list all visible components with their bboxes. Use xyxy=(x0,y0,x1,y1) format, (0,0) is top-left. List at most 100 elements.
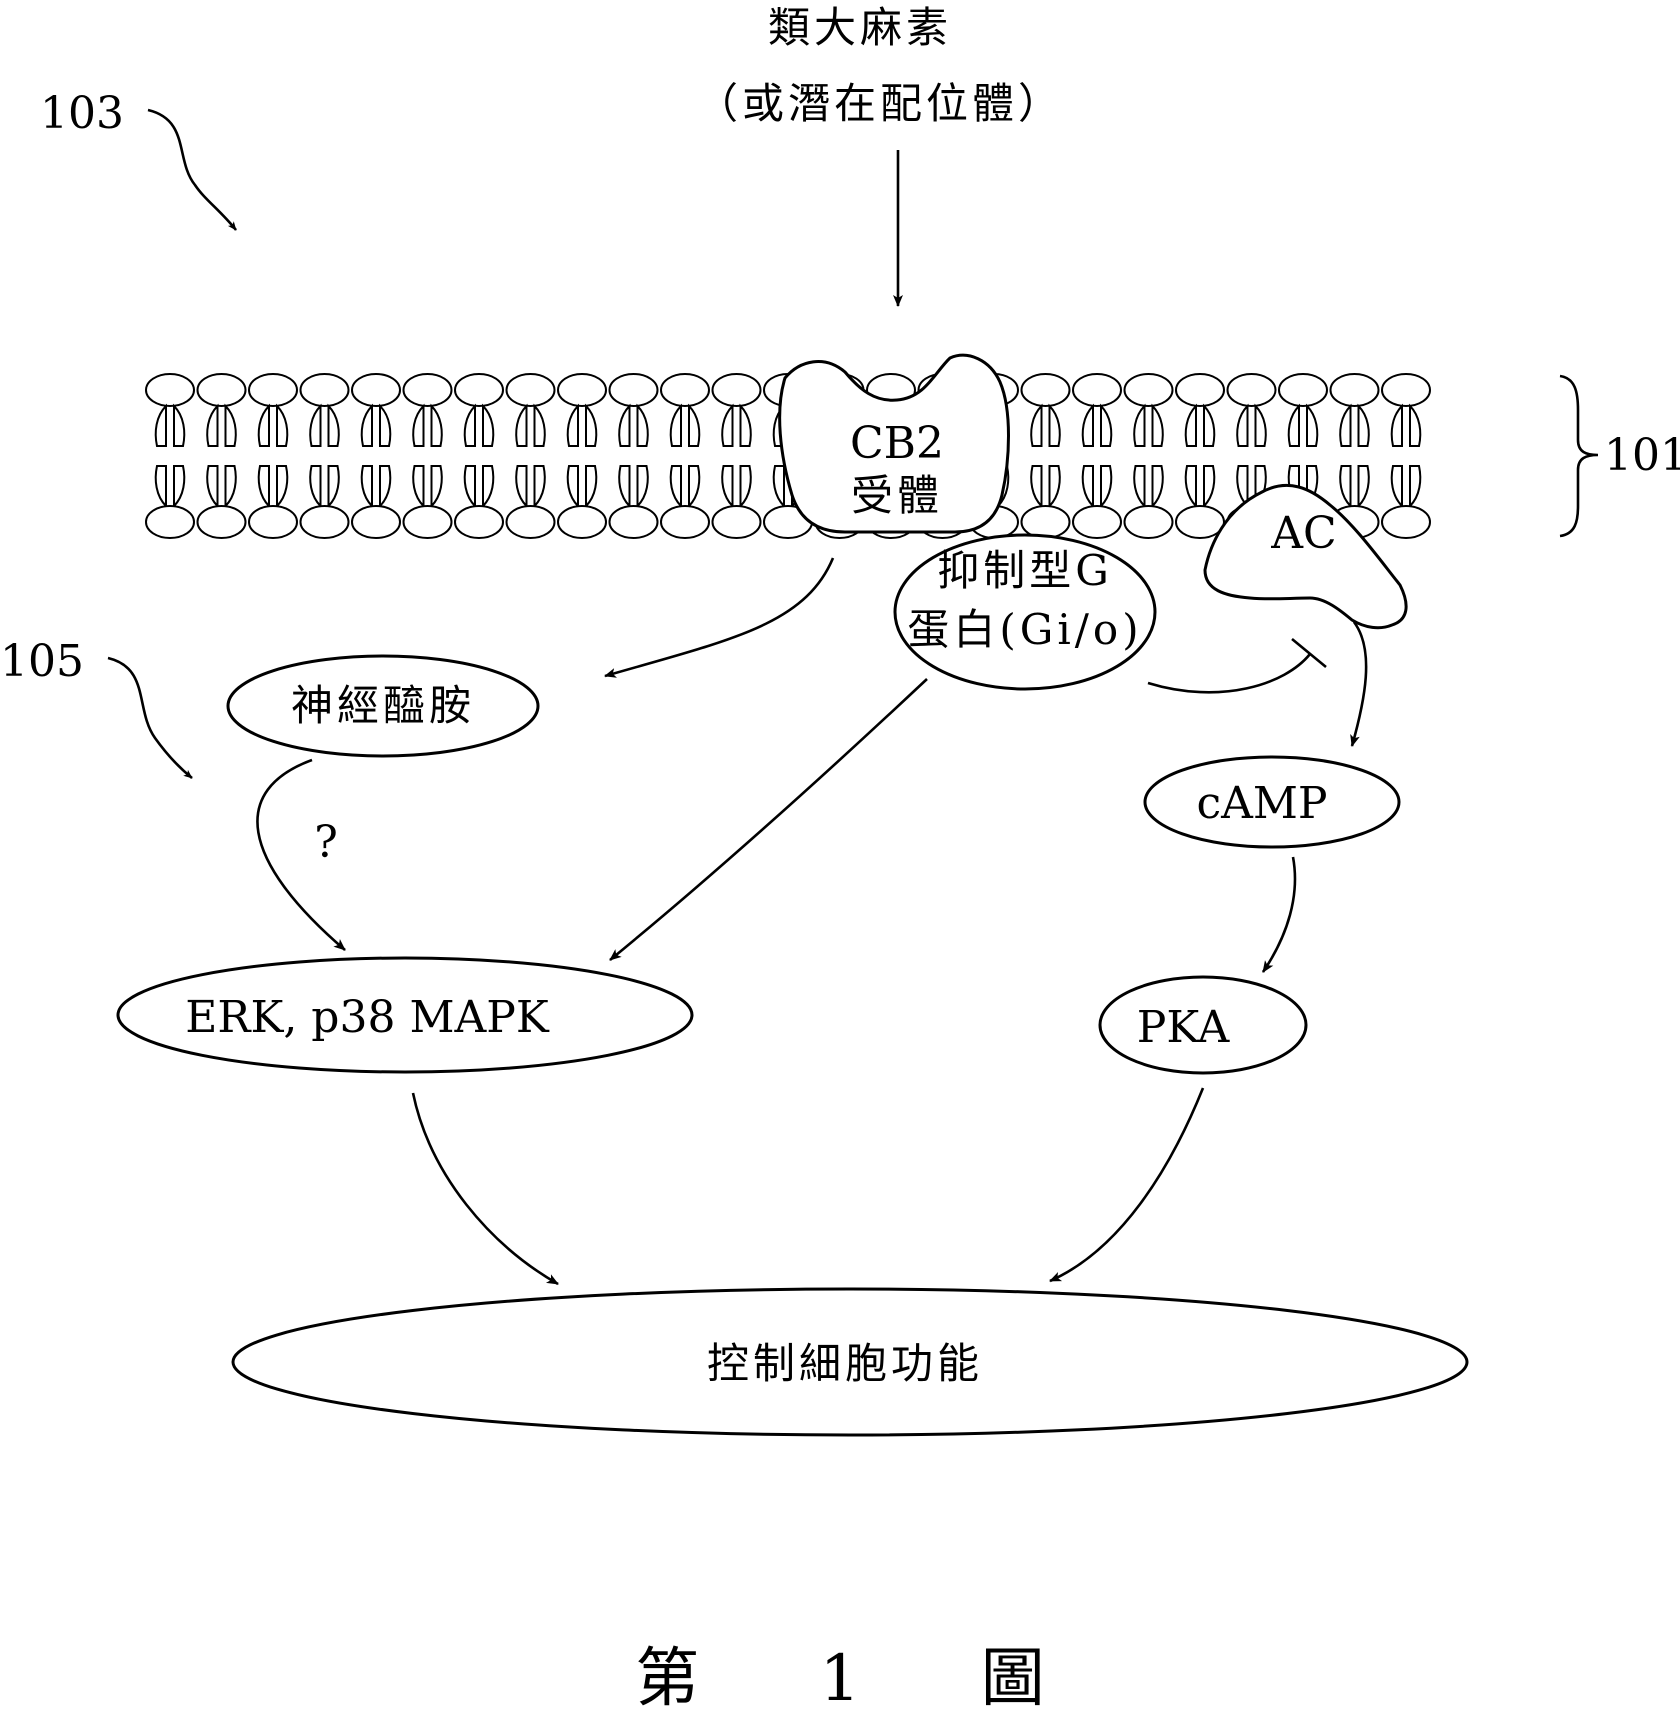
lipid-tail-top-right xyxy=(1048,403,1061,447)
lipid-head-bottom xyxy=(505,505,556,539)
erk-mapk-label: ERK, p38 MAPK xyxy=(185,992,550,1043)
lipid-head-bottom xyxy=(1020,505,1071,539)
lipid-tail-bottom-left xyxy=(360,465,373,509)
ceramide-label: 神經醯胺 xyxy=(291,681,475,730)
erk-mapk-ellipse xyxy=(116,956,694,1074)
lipid-molecule xyxy=(248,373,298,539)
ligand-sublabel: （或潛在配位體） xyxy=(696,79,1064,128)
lipid-tail-bottom-right xyxy=(585,465,598,509)
cb2-sublabel: 受體 xyxy=(851,471,943,520)
lipid-tail-bottom-left xyxy=(1339,465,1352,509)
lipid-tail-top-right xyxy=(276,403,289,447)
ref-105: 105 xyxy=(0,636,84,687)
lipid-tail-top-right xyxy=(1409,403,1422,447)
lipid-tail-bottom-right xyxy=(430,465,443,509)
lipid-tail-bottom-right xyxy=(1151,465,1164,509)
lipid-tail-bottom-left xyxy=(257,465,270,509)
question-mark: ? xyxy=(314,817,338,868)
lipid-tail-top-right xyxy=(1151,403,1164,447)
lipid-molecule xyxy=(1123,373,1174,539)
lipid-tail-top-right xyxy=(173,403,186,447)
lipid-tail-bottom-left xyxy=(515,465,528,509)
lipid-tail-top-right xyxy=(688,403,701,447)
figure-caption: 第 1 圖 xyxy=(635,1642,1094,1711)
lipid-tail-top-right xyxy=(1306,403,1319,447)
lipid-tail-top-right xyxy=(430,403,443,447)
lipid-head-bottom xyxy=(1175,505,1225,539)
lipid-head-top xyxy=(1123,373,1174,407)
lipid-tail-top-left xyxy=(721,403,734,447)
arrow-pka-to-cell xyxy=(1049,1087,1205,1283)
lipid-molecule xyxy=(454,373,504,539)
lipid-tail-top-left xyxy=(618,403,631,447)
lipid-tail-bottom-right xyxy=(482,465,495,509)
ac-enzyme-shape xyxy=(1203,483,1408,630)
membrane-brace xyxy=(1559,374,1599,538)
lipid-tail-top-right xyxy=(533,403,546,447)
lipid-head-top xyxy=(711,373,762,407)
pka-ellipse xyxy=(1098,975,1308,1075)
lipid-tail-bottom-left xyxy=(154,465,167,509)
g-protein-sublabel: 蛋白(Gi/o) xyxy=(907,605,1142,654)
lipid-tail-top-left xyxy=(360,403,373,447)
cb2-receptor-shape xyxy=(778,353,1010,534)
lipid-tail-bottom-left xyxy=(1133,465,1146,509)
lipid-tail-top-left xyxy=(566,403,579,447)
arrow-camp-to-pka xyxy=(1261,856,1297,973)
camp-ellipse xyxy=(1143,755,1401,849)
inhibit-gprotein-to-ac xyxy=(1147,653,1312,694)
lipid-molecule xyxy=(1072,373,1122,539)
lipid-tail-top-left xyxy=(1081,403,1094,447)
lipid-head-top xyxy=(145,373,195,407)
lipid-tail-top-left xyxy=(1030,403,1043,447)
lipid-head-top xyxy=(1381,373,1431,407)
lipid-molecule xyxy=(608,373,659,539)
lipid-tail-top-left xyxy=(1133,403,1146,447)
lipid-molecule xyxy=(557,373,607,539)
lipid-head-top xyxy=(1226,373,1277,407)
lipid-tail-bottom-right xyxy=(379,465,392,509)
lipid-tail-bottom-left xyxy=(669,465,682,509)
lipid-tail-top-left xyxy=(463,403,476,447)
ref-103: 103 xyxy=(40,88,124,139)
lipid-head-bottom xyxy=(299,505,350,539)
arrow-ceramide-to-erk xyxy=(256,758,346,951)
lipid-molecule xyxy=(660,373,710,539)
lipid-tail-top-left xyxy=(515,403,528,447)
lipid-molecule xyxy=(711,373,762,539)
lipid-tail-bottom-left xyxy=(566,465,579,509)
lipid-tail-top-right xyxy=(1100,403,1113,447)
lipid-head-bottom xyxy=(1072,505,1122,539)
lipid-molecule xyxy=(1329,373,1380,539)
lipid-tail-bottom-left xyxy=(309,465,322,509)
lipid-molecule xyxy=(1175,373,1225,539)
lipid-tail-top-left xyxy=(412,403,425,447)
pka-label: PKA xyxy=(1137,1002,1231,1053)
lipid-tail-bottom-left xyxy=(206,465,219,509)
lipid-tail-bottom-right xyxy=(636,465,649,509)
lipid-head-bottom xyxy=(145,505,195,539)
lipid-tail-bottom-left xyxy=(1390,465,1403,509)
lipid-tail-top-left xyxy=(1236,403,1249,447)
lipid-head-top xyxy=(454,373,504,407)
lipid-head-bottom xyxy=(351,505,401,539)
lipid-head-top xyxy=(1329,373,1380,407)
arrow-cb2-to-ceramide xyxy=(604,557,835,678)
lipid-head-bottom xyxy=(248,505,298,539)
lipid-tail-top-right xyxy=(636,403,649,447)
lipid-molecule xyxy=(402,373,453,539)
lipid-molecule xyxy=(1020,373,1071,539)
lipid-head-top xyxy=(402,373,453,407)
lipid-head-top xyxy=(1020,373,1071,407)
lipid-tail-bottom-left xyxy=(1030,465,1043,509)
lipid-tail-top-left xyxy=(257,403,270,447)
lipid-tail-top-right xyxy=(482,403,495,447)
lipid-head-bottom xyxy=(1381,505,1431,539)
g-protein-ellipse xyxy=(893,533,1157,691)
lipid-head-bottom xyxy=(196,505,247,539)
lipid-head-top xyxy=(557,373,607,407)
lipid-head-bottom xyxy=(1123,505,1174,539)
g-protein-label: 抑制型G xyxy=(937,546,1113,595)
